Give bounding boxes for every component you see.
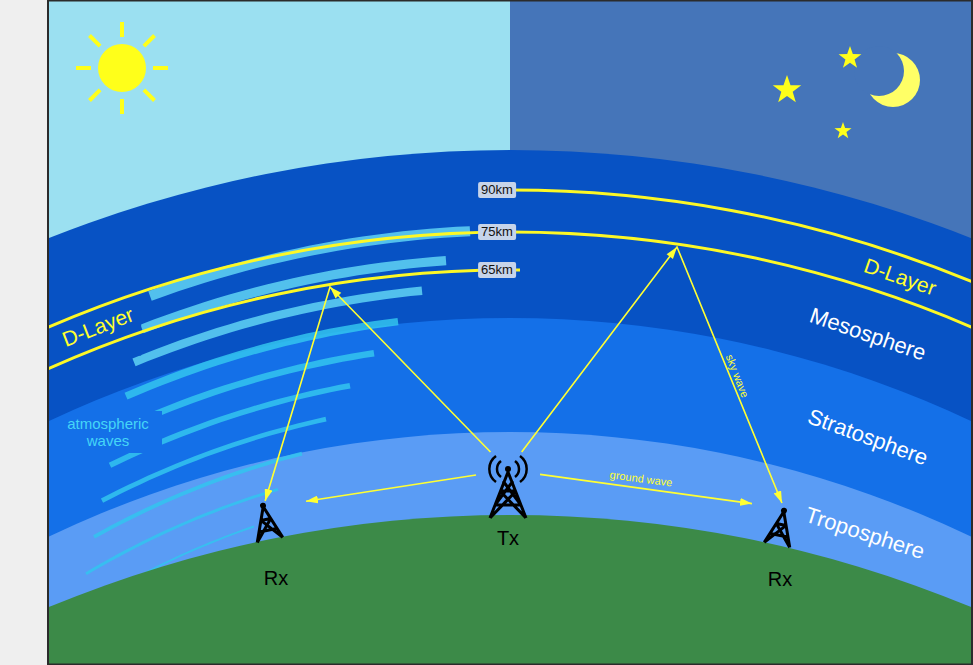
sun (76, 22, 168, 114)
label-holder: Stratosphere (805, 404, 932, 471)
altitude-label: 90km (478, 182, 516, 198)
label-holder: 90km (478, 182, 516, 198)
label-holder: Mesosphere (807, 302, 930, 365)
label-holder: 75km (478, 224, 516, 240)
sphere-label: Troposphere (802, 502, 928, 564)
wave-arc (118, 353, 374, 430)
wave-label-holder: ground wave (609, 468, 673, 489)
wave-arc (94, 454, 302, 537)
antenna-node: Rx (246, 501, 306, 592)
frame (48, 1, 972, 665)
tx-tower (489, 456, 526, 518)
altitude-label: 75km (478, 224, 516, 240)
station-label: Tx (497, 526, 519, 550)
sphere-label: Mesosphere (807, 302, 930, 365)
rx-tower (250, 500, 283, 542)
antenna-node: Tx (476, 452, 540, 552)
station-label: Rx (264, 566, 288, 590)
label-holder: atmospheric waves (58, 415, 158, 449)
wave-label: sky wave (723, 353, 751, 400)
reflection-arrowhead (330, 287, 341, 298)
earth (49, 515, 972, 664)
layer-lines (49, 190, 972, 369)
layer-line-65km (49, 270, 520, 369)
label-holder: D-Layer (59, 302, 137, 351)
label-holder: 65km (478, 262, 516, 278)
wave-note: atmospheric waves (58, 415, 158, 449)
radio-wave-path (522, 247, 782, 503)
label-holder: D-Layer (861, 253, 939, 300)
label-holder: Troposphere (802, 502, 928, 564)
station-label: Rx (768, 567, 792, 591)
layer-label: D-Layer (861, 253, 939, 300)
layer-label: D-Layer (59, 302, 137, 351)
rx-tower (764, 505, 797, 547)
moon (854, 46, 920, 107)
wave-label: ground wave (609, 468, 673, 489)
wave-label-holder: sky wave (723, 353, 751, 400)
altitude-label: 65km (478, 262, 516, 278)
radio-wave-path (306, 475, 476, 501)
sphere-label: Stratosphere (805, 404, 932, 471)
stars (773, 46, 862, 138)
radio-wave-path (265, 287, 490, 501)
antenna-node: Rx (752, 503, 808, 593)
reflection-arrowhead (667, 247, 677, 259)
